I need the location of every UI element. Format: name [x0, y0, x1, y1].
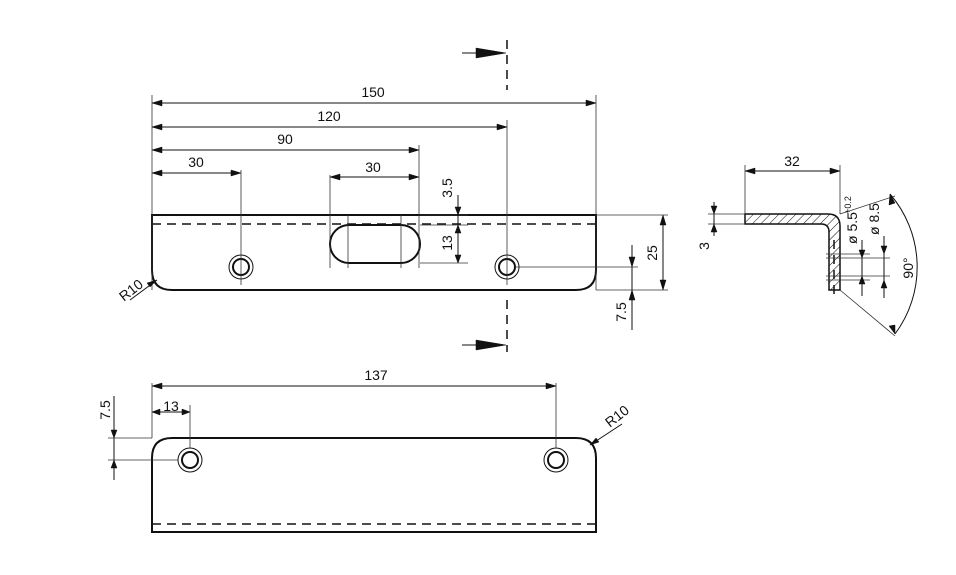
dim-32-label: 32 — [784, 153, 800, 169]
angle-90: 90° — [839, 193, 918, 337]
section-arrow-top — [462, 40, 508, 90]
dim-137: 137 — [151, 367, 557, 390]
radius-front: R10 — [116, 276, 158, 305]
dim-13-slot: 13 — [439, 225, 462, 264]
bottom-hole-right — [543, 447, 569, 473]
dim-30-left-label: 30 — [188, 154, 204, 170]
dim-dia-5-5: ø 5.5 +0.2 — [843, 196, 866, 296]
radius-front-label: R10 — [116, 276, 146, 305]
dim-30-left: 30 — [151, 154, 242, 177]
dia-5-5-tol: +0.2 — [843, 196, 853, 214]
dim-13-bottom-label: 13 — [163, 398, 179, 414]
dim-120: 120 — [151, 108, 508, 131]
dia-5-5-label: ø 5.5 — [844, 212, 860, 244]
dim-dia-8-5: ø 8.5 — [866, 203, 888, 298]
side-profile-section — [744, 213, 841, 291]
bottom-view: 137 13 7.5 R10 — [97, 367, 632, 533]
front-slot — [329, 224, 421, 264]
dim-7-5-front: 7.5 — [613, 245, 636, 330]
dim-32: 32 — [744, 153, 841, 175]
dim-13-bottom: 13 — [151, 398, 191, 416]
dim-30-slot-label: 30 — [365, 159, 381, 175]
dim-3-5-label: 3.5 — [439, 178, 455, 198]
dim-7-5-front-label: 7.5 — [613, 302, 629, 322]
dim-150: 150 — [151, 84, 597, 107]
dim-3-5: 3.5 — [439, 178, 462, 234]
radius-bottom-label: R10 — [602, 402, 632, 431]
dim-137-label: 137 — [364, 367, 388, 383]
angle-90-label: 90° — [900, 257, 916, 278]
dim-25-label: 25 — [644, 245, 660, 261]
radius-bottom: R10 — [589, 402, 632, 446]
dim-3: 3 — [696, 202, 718, 250]
dia-8-5-label: ø 8.5 — [866, 203, 882, 235]
dim-7-5-bottom: 7.5 — [97, 396, 118, 480]
bottom-hole-left — [177, 447, 203, 473]
dim-13-slot-label: 13 — [439, 235, 455, 251]
dim-7-5-bottom-label: 7.5 — [97, 400, 113, 420]
dim-90-label: 90 — [277, 131, 293, 147]
bottom-plate-outline — [151, 437, 597, 533]
dim-90: 90 — [151, 131, 420, 154]
dim-3-label: 3 — [696, 242, 712, 250]
dim-30-slot: 30 — [329, 159, 420, 181]
dim-120-label: 120 — [317, 108, 341, 124]
side-view: 32 3 ø 5.5 +0.2 ø 8.5 — [696, 153, 918, 337]
section-arrow-bottom — [462, 300, 508, 352]
dim-150-label: 150 — [361, 84, 385, 100]
front-plate-outline — [151, 214, 597, 291]
front-view: 150 120 90 30 30 — [116, 40, 668, 352]
dim-25: 25 — [644, 214, 667, 291]
